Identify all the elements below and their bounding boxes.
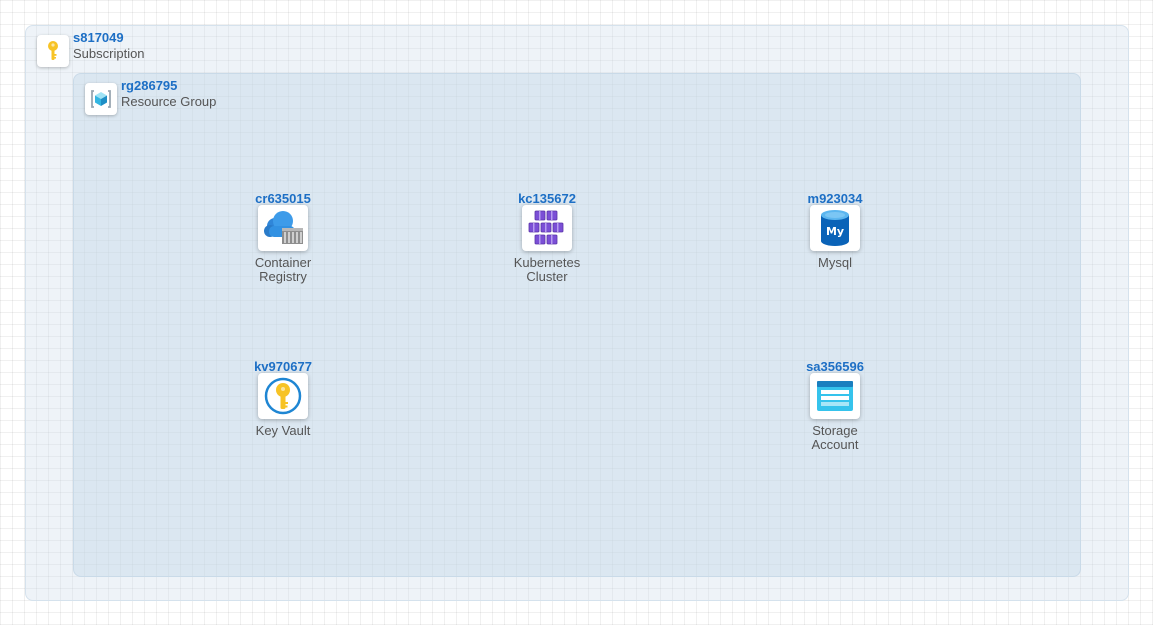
storage-account-node[interactable]: sa356596 Storage Account: [780, 360, 890, 452]
storage-account-icon: [810, 373, 860, 419]
container-registry-id: cr635015: [255, 191, 311, 206]
resource-group-container[interactable]: [73, 73, 1081, 577]
kubernetes-cluster-node[interactable]: kc135672 Kubernetes: [492, 192, 602, 284]
container-registry-node[interactable]: cr635015 Container Registry: [228, 192, 338, 284]
kubernetes-cluster-icon: [522, 205, 572, 251]
subscription-id: s817049: [73, 30, 124, 45]
container-registry-label: Container Registry: [254, 255, 312, 284]
key-vault-node[interactable]: kv970677 Key Vault: [228, 360, 338, 438]
subscription-key-icon: [37, 35, 69, 67]
resource-group-cube-icon: [85, 83, 117, 115]
storage-account-id: sa356596: [806, 359, 864, 374]
kubernetes-cluster-label: Kubernetes Cluster: [513, 255, 581, 284]
mysql-node[interactable]: m923034 My Mysql: [780, 192, 890, 270]
subscription-type-label: Subscription: [73, 46, 145, 61]
storage-account-label: Storage Account: [811, 423, 859, 452]
key-vault-id: kv970677: [254, 359, 312, 374]
kubernetes-cluster-id: kc135672: [518, 191, 576, 206]
resource-group-id: rg286795: [121, 78, 178, 93]
subscription-container[interactable]: [25, 25, 1129, 601]
key-vault-icon: [258, 373, 308, 419]
mysql-label: Mysql: [818, 255, 852, 270]
container-registry-icon: [258, 205, 308, 251]
mysql-id: m923034: [807, 191, 863, 206]
resource-group-type-label: Resource Group: [121, 94, 217, 109]
svg-text:My: My: [826, 225, 844, 238]
mysql-database-icon: My: [810, 205, 860, 251]
key-vault-label: Key Vault: [255, 423, 311, 438]
